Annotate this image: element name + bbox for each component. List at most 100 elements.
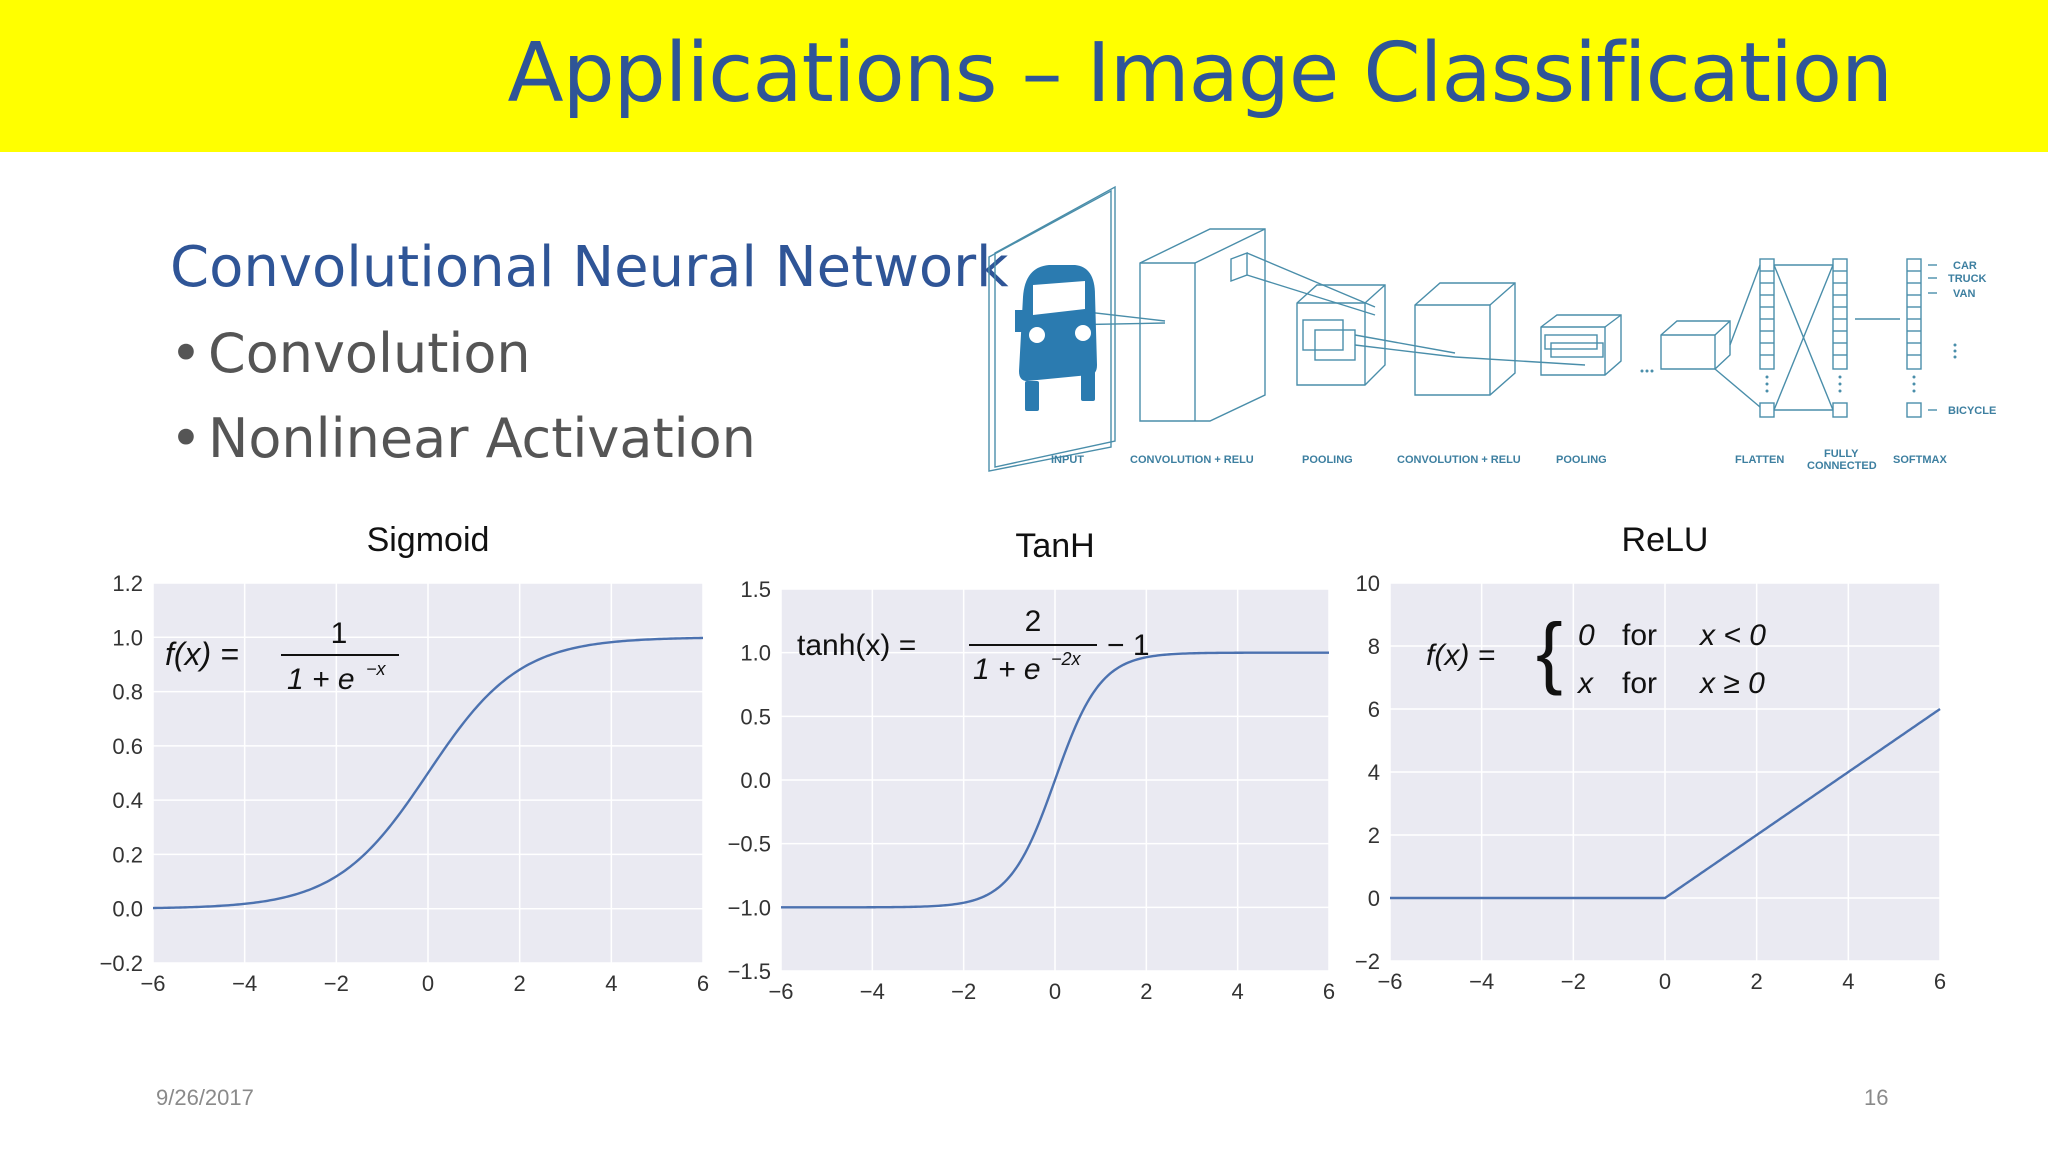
x-tick-label: 0: [1659, 969, 1671, 994]
x-tick-label: 2: [1751, 969, 1763, 994]
y-tick-label: 4: [1368, 760, 1380, 785]
cnn-architecture-diagram: INPUT CONVOLUTION + RELU POOLING CONVOLU…: [988, 185, 1996, 472]
x-tick-label: 6: [1934, 969, 1946, 994]
slide-date: 9/26/2017: [156, 1085, 254, 1110]
section-heading: Convolutional Neural Network: [170, 235, 1009, 300]
x-tick-label: 0: [1049, 979, 1061, 1004]
x-tick-label: −6: [768, 979, 793, 1004]
stage-label: POOLING: [1302, 454, 1353, 466]
x-tick-label: 6: [1323, 979, 1335, 1004]
title-bar: Applications – Image Classification: [0, 0, 2048, 152]
x-tick-label: −4: [860, 979, 885, 1004]
stage-label: POOLING: [1556, 454, 1607, 466]
x-tick-label: 0: [422, 971, 434, 996]
bullet-dot-icon: •: [170, 407, 202, 470]
x-tick-label: 2: [514, 971, 526, 996]
y-tick-label: −0.2: [100, 951, 143, 976]
chart-title: TanH: [1015, 527, 1094, 565]
formula-exponent: −2x: [1051, 649, 1082, 669]
fc-column-1: [1759, 258, 1775, 418]
diagram-lines: [988, 185, 1937, 472]
formula-lhs: f(x) =: [165, 636, 239, 672]
x-tick-label: −6: [140, 971, 165, 996]
output-label: CAR: [1953, 260, 1977, 272]
stage-labels: INPUT CONVOLUTION + RELU POOLING CONVOLU…: [1051, 260, 1996, 472]
y-tick-label: 1.5: [740, 577, 771, 602]
x-tick-label: −4: [232, 971, 257, 996]
flatten-block: [1660, 320, 1731, 370]
y-tick-label: 0.6: [112, 734, 143, 759]
y-tick-label: 0.2: [112, 842, 143, 867]
y-tick-label: 10: [1356, 571, 1380, 596]
output-label: TRUCK: [1948, 273, 1987, 285]
x-tick-label: 4: [1842, 969, 1854, 994]
series-line: [152, 636, 704, 910]
stage-label: SOFTMAX: [1893, 454, 1947, 466]
formula-denominator: 1 + e: [287, 663, 355, 696]
input-frame-back: [994, 185, 1116, 468]
pool-block-2: [1540, 314, 1622, 376]
y-tick-label: 0.4: [112, 788, 143, 813]
x-tick-label: −2: [324, 971, 349, 996]
bullet-text: Convolution: [208, 322, 531, 385]
x-tick-label: −2: [951, 979, 976, 1004]
formula-suffix: − 1: [1107, 629, 1150, 662]
conv-block-2: [1414, 282, 1516, 396]
softmax-column: [1906, 258, 1937, 418]
y-tick-label: 1.2: [112, 571, 143, 596]
x-tick-label: 4: [1232, 979, 1244, 1004]
y-tick-label: −0.5: [728, 832, 771, 857]
x-tick-label: 2: [1140, 979, 1152, 1004]
formula: f(x) =11 + e−x: [165, 617, 399, 696]
formula-case-condition: x ≥ 0: [1698, 667, 1765, 700]
formula-case-for: for: [1622, 667, 1657, 700]
formula-case-condition: x < 0: [1698, 619, 1766, 652]
x-tick-label: −4: [1469, 969, 1494, 994]
stage-label: CONVOLUTION + RELU: [1130, 454, 1254, 466]
input-frame: [988, 189, 1112, 472]
stage-label: FLATTEN: [1735, 454, 1784, 466]
bullet-text: Nonlinear Activation: [208, 407, 756, 470]
y-tick-label: 1.0: [112, 625, 143, 650]
y-tick-label: 0.0: [112, 897, 143, 922]
x-tick-label: 4: [605, 971, 617, 996]
ellipsis-dots: [1640, 343, 1957, 393]
y-tick-label: 0.5: [740, 704, 771, 729]
formula-numerator: 2: [1025, 605, 1042, 638]
formula-case-for: for: [1622, 619, 1657, 652]
y-tick-label: 0.0: [740, 768, 771, 793]
y-tick-label: −2: [1355, 949, 1380, 974]
stage-label: CONNECTED: [1807, 460, 1877, 472]
slide-title: Applications – Image Classification: [507, 26, 1893, 121]
y-tick-label: 1.0: [740, 641, 771, 666]
slide-number: 16: [1864, 1085, 1889, 1110]
stage-label: CONVOLUTION + RELU: [1397, 454, 1521, 466]
output-label: BICYCLE: [1948, 405, 1996, 417]
series-line: [1390, 708, 1941, 900]
y-tick-label: 8: [1368, 634, 1380, 659]
formula-lhs: f(x) =: [1426, 639, 1495, 672]
y-tick-label: −1.0: [728, 895, 771, 920]
formula-lhs: tanh(x) =: [797, 629, 916, 662]
fc-column-2: [1832, 258, 1848, 418]
stage-label: FULLY: [1824, 448, 1859, 460]
formula-denominator: 1 + e: [973, 653, 1041, 686]
pool-block-1: [1296, 284, 1386, 386]
x-tick-label: −6: [1377, 969, 1402, 994]
bullet-item: •Nonlinear Activation: [170, 407, 756, 492]
formula-brace: {: [1536, 607, 1563, 696]
formula-case-value: 0: [1578, 619, 1595, 652]
bullet-list: •Convolution •Nonlinear Activation: [170, 322, 756, 492]
formula-case-value: x: [1576, 667, 1594, 700]
chart-title: Sigmoid: [367, 521, 490, 559]
x-tick-label: 6: [697, 971, 709, 996]
output-label: VAN: [1953, 288, 1975, 300]
y-tick-label: 6: [1368, 697, 1380, 722]
y-tick-label: 0: [1368, 886, 1380, 911]
formula-numerator: 1: [331, 617, 348, 650]
chart-title: ReLU: [1622, 521, 1709, 559]
